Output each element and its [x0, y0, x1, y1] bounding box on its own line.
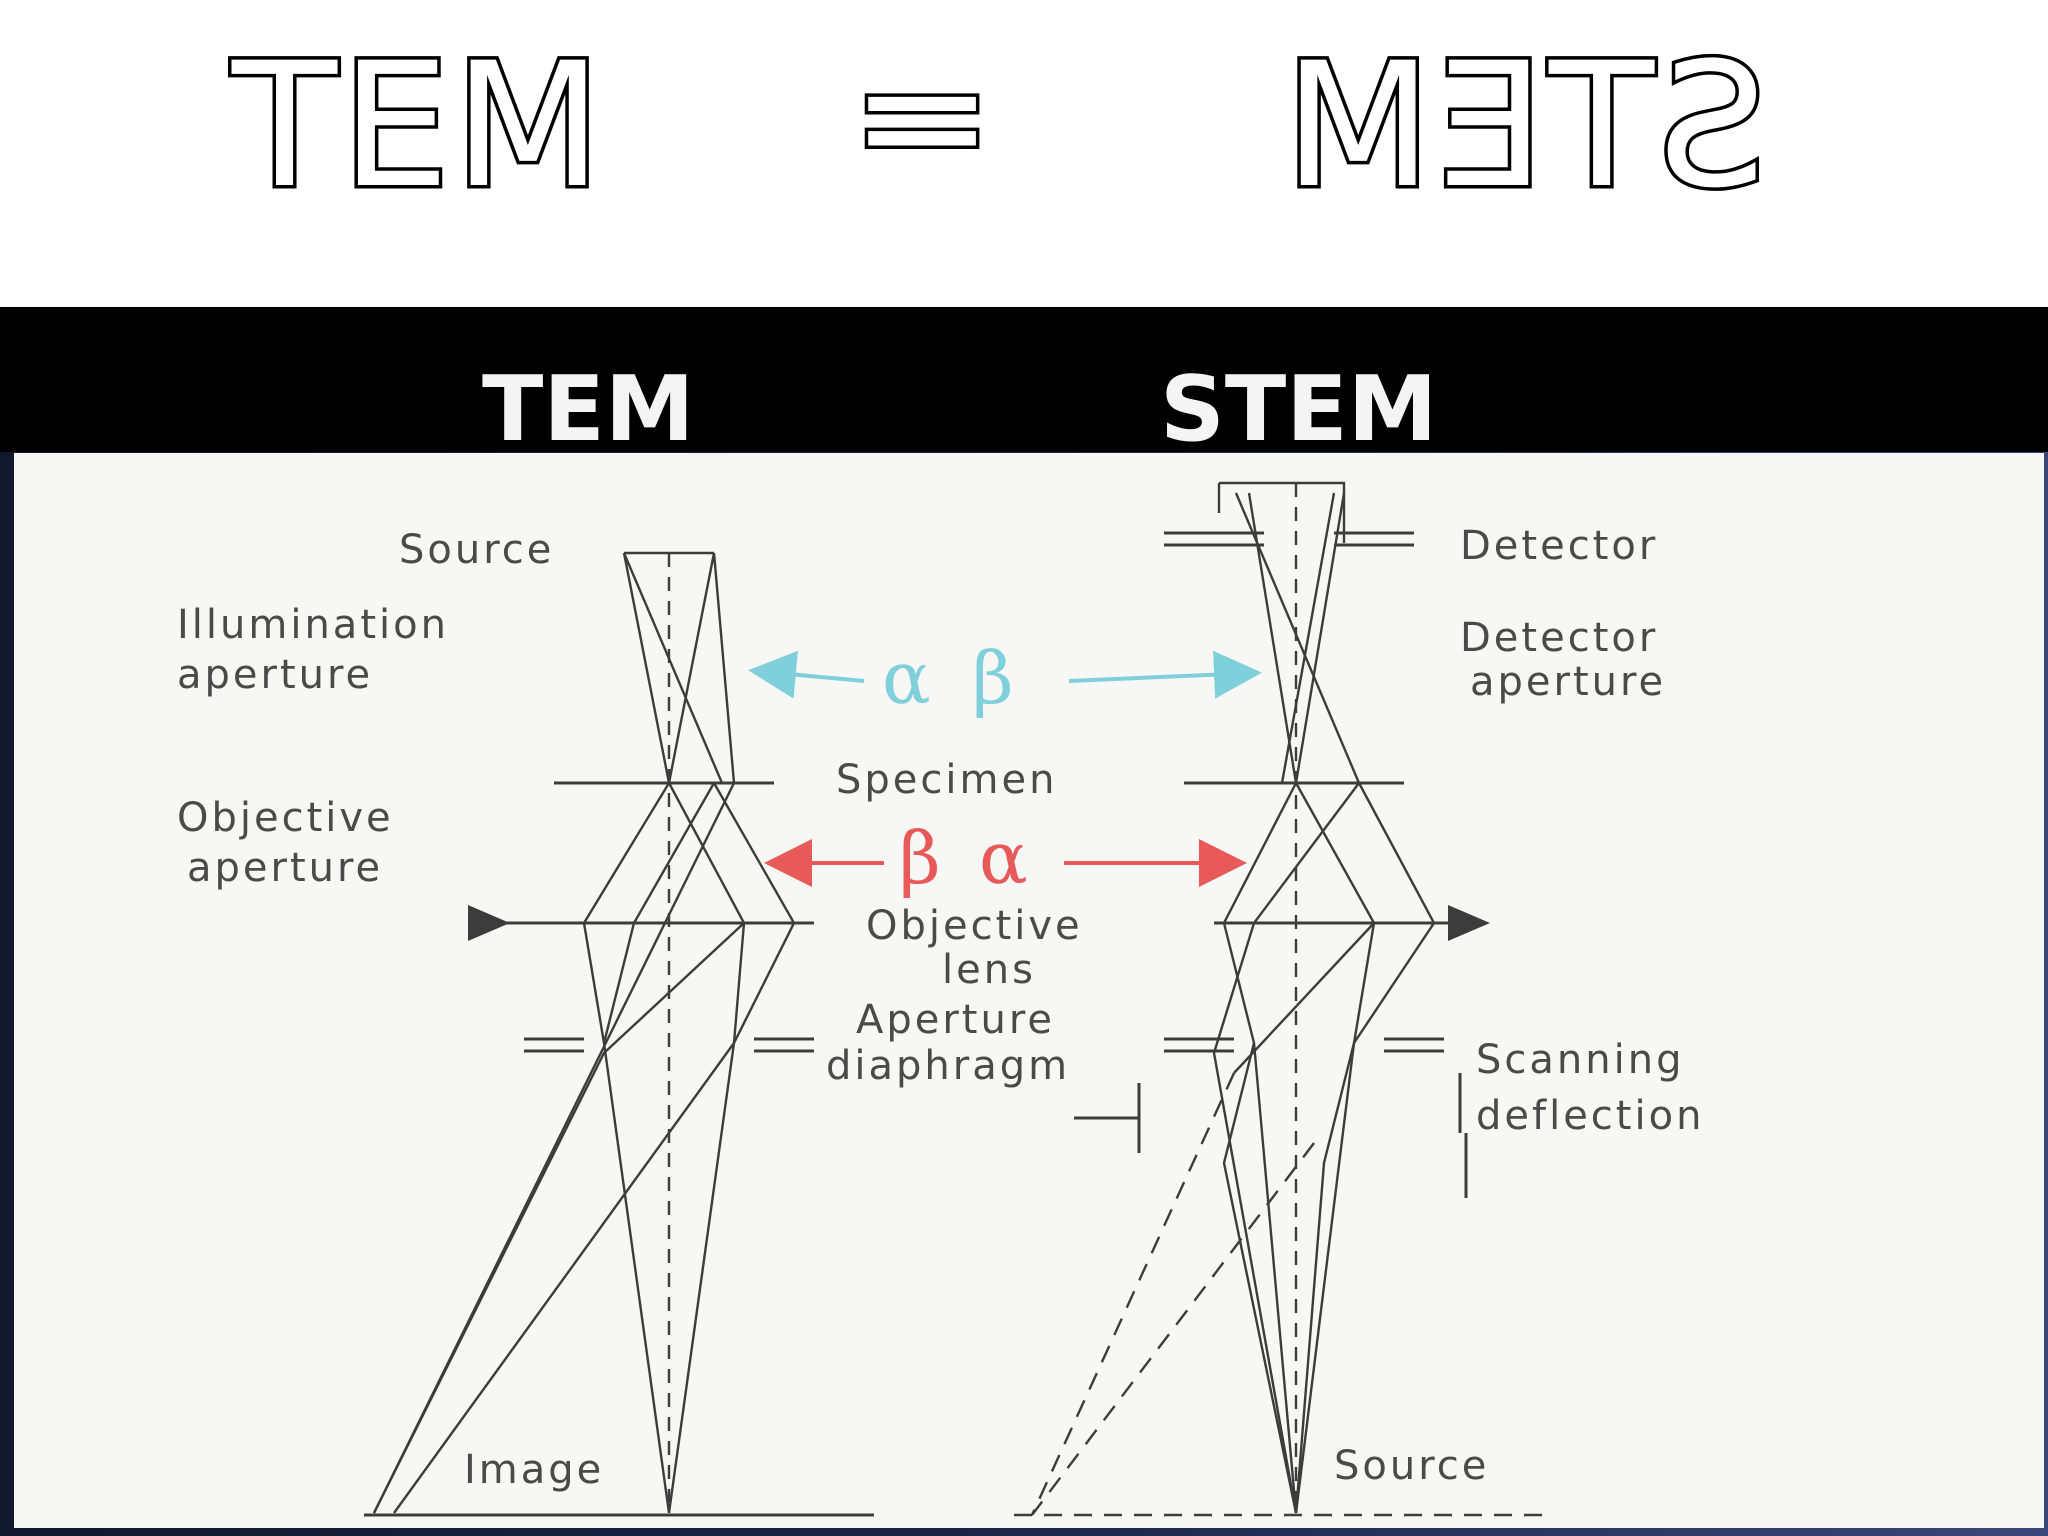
slide-label-stem: STEM — [1160, 357, 1438, 462]
label-image: Image — [464, 1447, 604, 1493]
label-detector-aperture-2: aperture — [1470, 659, 1666, 705]
label-scanning-2: deflection — [1476, 1093, 1704, 1139]
tem-rays — [364, 551, 874, 1517]
heading-stem-mirrored: STEM — [1277, 22, 1771, 230]
label-detector-aperture: Detector — [1460, 615, 1658, 661]
heading-equals: = — [846, 15, 999, 216]
heading-tem: TEM — [228, 25, 607, 226]
label-objective-aperture-2: aperture — [187, 845, 383, 891]
label-specimen: Specimen — [836, 757, 1057, 803]
blue-arrow-left — [748, 650, 865, 699]
blue-arrow-right — [1068, 650, 1262, 699]
slide-image: TEM STEM — [0, 307, 2048, 1536]
label-illumination-2: aperture — [177, 652, 373, 698]
label-objective-aperture: Objective — [177, 795, 394, 841]
label-scanning: Scanning — [1476, 1037, 1684, 1083]
label-objective-lens-2: lens — [942, 947, 1036, 993]
slide-header-bar — [0, 307, 2048, 452]
label-objective-lens: Objective — [866, 903, 1083, 949]
ray-diagram: α β β α Source Illumination aperture Obj… — [177, 481, 1704, 1517]
blue-beta: β — [972, 636, 1014, 720]
label-source-bottom: Source — [1334, 1443, 1489, 1489]
label-aperture-diaphragm-2: diaphragm — [826, 1043, 1070, 1089]
slide-label-tem: TEM — [482, 357, 695, 462]
blue-alpha: α — [882, 636, 931, 720]
label-aperture-diaphragm: Aperture — [856, 997, 1055, 1043]
red-alpha: α — [979, 816, 1028, 900]
label-detector: Detector — [1460, 523, 1658, 569]
red-beta: β — [899, 816, 941, 900]
stem-rays — [1014, 481, 1554, 1517]
label-source-top: Source — [399, 527, 554, 573]
diagram-panel: α β β α Source Illumination aperture Obj… — [14, 453, 2044, 1528]
label-illumination: Illumination — [177, 602, 449, 648]
